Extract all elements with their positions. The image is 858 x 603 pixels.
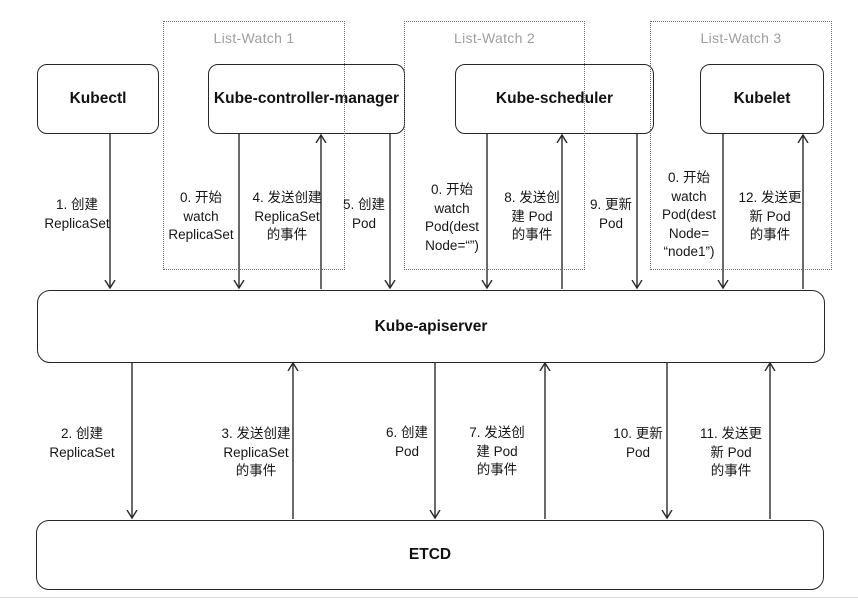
edge-label-etcd-send-create-pod-event: 7. 发送创 建 Pod 的事件 [469,425,525,477]
edge-label-watch-replicaset: 0. 开始 watch ReplicaSet [168,190,234,242]
edge-label-watch-pod-empty-node: 0. 开始 watch Pod(dest Node=“”) [424,182,480,253]
edge-label-etcd-update-pod: 10. 更新 Pod [613,426,663,460]
edge-label-send-update-pod-event: 12. 发送更 新 Pod 的事件 [738,190,802,242]
edge-label-etcd-create-replicaset: 2. 创建 ReplicaSet [49,426,115,460]
edge-label-etcd-send-update-pod-event: 11. 发送更 新 Pod 的事件 [699,426,763,478]
edge-label-create-replicaset: 1. 创建 ReplicaSet [44,197,110,231]
node-kube-apiserver: Kube-apiserver [37,290,825,363]
edge-label-create-pod: 5. 创建 Pod [342,197,386,231]
node-kube-controller-manager-label: Kube-controller-manager [213,90,400,107]
node-kube-apiserver-label: Kube-apiserver [374,317,488,335]
node-etcd-label: ETCD [408,546,452,563]
node-kube-scheduler-label: Kube-scheduler [495,90,614,107]
node-etcd: ETCD [36,520,824,590]
node-kubectl: Kubectl [37,64,159,134]
edge-label-watch-pod-node1: 0. 开始 watch Pod(dest Node= “node1”) [661,170,717,259]
node-kubelet: Kubelet [700,64,824,134]
node-kube-scheduler: Kube-scheduler [455,64,654,134]
edge-label-send-create-replicaset-event: 4. 发送创建 ReplicaSet 的事件 [252,190,322,242]
node-kube-controller-manager: Kube-controller-manager [208,64,405,134]
node-kubectl-label: Kubectl [69,90,127,107]
edge-label-send-create-pod-event: 8. 发送创 建 Pod 的事件 [504,190,560,242]
edge-label-etcd-send-create-replicaset-event: 3. 发送创建 ReplicaSet 的事件 [221,426,291,478]
edge-label-update-pod: 9. 更新 Pod [589,197,633,231]
edge-label-etcd-create-pod: 6. 创建 Pod [385,425,429,459]
bottom-divider [0,597,858,598]
node-kubelet-label: Kubelet [733,90,791,107]
